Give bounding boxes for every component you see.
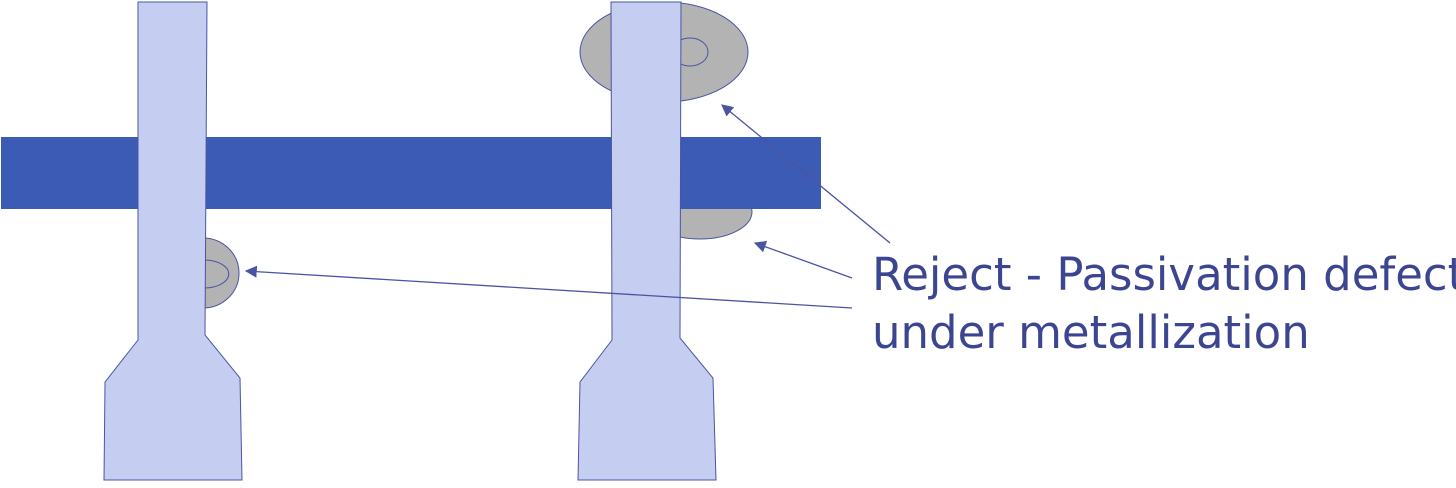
- metallization-bus: [1, 137, 821, 209]
- callout-label-line-1: Reject - Passivation defect: [872, 248, 1456, 301]
- lead-right: [577, 1, 717, 481]
- arrow-to-right-lower-defect: [753, 241, 853, 279]
- lead-left: [103, 1, 243, 481]
- arrow-to-right-upper-defect: [721, 104, 891, 244]
- callout-label-line-2: under metallization: [872, 306, 1310, 359]
- defect-left: [202, 237, 240, 309]
- arrow-to-left-defect: [244, 265, 853, 309]
